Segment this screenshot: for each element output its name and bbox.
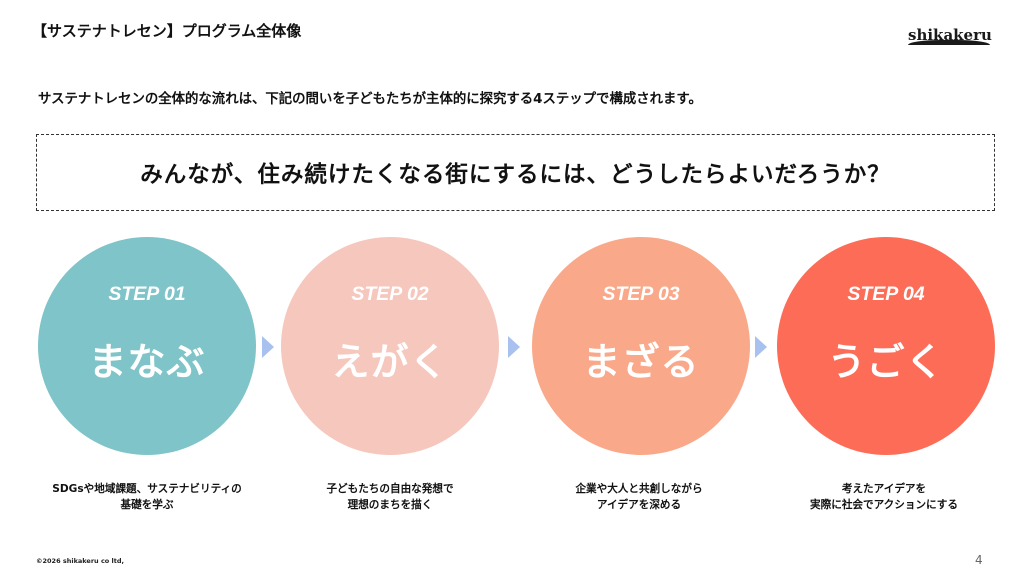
- arrow-right-icon: [508, 336, 520, 358]
- logo-underline-icon: [908, 40, 990, 45]
- step-3-label: STEP 03: [602, 283, 680, 305]
- step-2-desc-line1: 子どもたちの自由な発想で: [326, 483, 454, 495]
- step-2-description: 子どもたちの自由な発想で 理想のまちを描く: [260, 481, 520, 513]
- step-3-circle: STEP 03 まざる: [532, 237, 750, 455]
- arrow-right-icon: [755, 336, 767, 358]
- shikakeru-logo: shikakeru: [906, 26, 992, 46]
- step-4-desc-line2: 実際に社会でアクションにする: [810, 499, 958, 511]
- step-1-name: まなぶ: [88, 340, 206, 384]
- step-4-circle: STEP 04 うごく: [777, 237, 995, 455]
- step-2-name: えがく: [331, 340, 449, 384]
- step-1-label: STEP 01: [108, 283, 186, 305]
- question-text: みんなが、住み続けたくなる街にするには、どうしたらよいだろうか？: [140, 161, 891, 188]
- logo-text: shikakeru: [908, 26, 992, 44]
- step-2-label: STEP 02: [351, 283, 429, 305]
- step-1-desc-line2: 基礎を学ぶ: [120, 499, 174, 511]
- question-box: みんなが、住み続けたくなる街にするには、どうしたらよいだろうか？: [36, 134, 995, 211]
- step-1-description: SDGsや地域課題、サステナビリティの 基礎を学ぶ: [17, 481, 277, 513]
- copyright: ©2026 shikakeru co ltd,: [36, 557, 124, 565]
- step-2-desc-line2: 理想のまちを描く: [347, 499, 433, 511]
- step-2-circle: STEP 02 えがく: [281, 237, 499, 455]
- step-3-description: 企業や大人と共創しながら アイデアを深める: [509, 481, 769, 513]
- step-1-desc-line1: SDGsや地域課題、サステナビリティの: [52, 483, 242, 495]
- step-4-desc-line1: 考えたアイデアを: [841, 483, 927, 495]
- step-4-label: STEP 04: [847, 283, 925, 305]
- step-1-circle: STEP 01 まなぶ: [38, 237, 256, 455]
- step-3-name: まざる: [582, 340, 700, 384]
- step-4-name: うごく: [827, 340, 945, 384]
- slide-title: 【サステナトレセン】プログラム全体像: [32, 22, 302, 40]
- step-3-desc-line1: 企業や大人と共創しながら: [575, 483, 703, 495]
- intro-text: サステナトレセンの全体的な流れは、下記の問いを子どもたちが主体的に探究する4ステ…: [38, 92, 702, 107]
- arrow-right-icon: [262, 336, 274, 358]
- step-4-description: 考えたアイデアを 実際に社会でアクションにする: [754, 481, 1014, 513]
- step-3-desc-line2: アイデアを深める: [596, 499, 682, 511]
- page-number: 4: [975, 553, 983, 567]
